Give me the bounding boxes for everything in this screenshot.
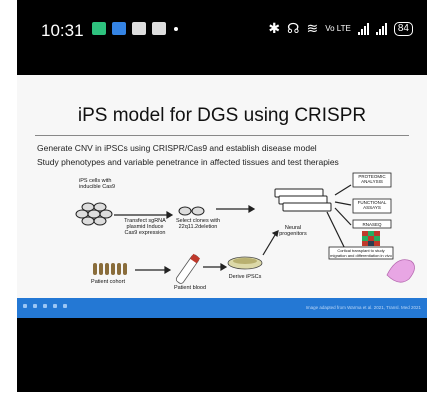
bullet-2: Study phenotypes and variable penetrance… [37,157,339,167]
settings-icon[interactable] [63,304,67,308]
notification-icons [92,22,178,35]
flow-arrows [114,184,352,275]
patient-cohort-icon [93,263,127,275]
rewind-icon[interactable] [33,304,37,308]
bullet-1: Generate CNV in iPSCs using CRISPR/Cas9 … [37,143,317,153]
label-proteomic: PROTEOMIC ANALYSIS [358,174,386,184]
label-ips-cells: iPS cells with inducible Cas9 [79,178,116,190]
player-controls[interactable] [23,304,67,308]
cast-icon [152,22,166,35]
mouse-icon [386,259,415,283]
message-icon [92,22,106,35]
label-select-clones: Select clones with 22q11.2deletion [175,218,221,230]
volume-icon[interactable] [53,304,57,308]
label-patient-cohort: Patient cohort [91,279,125,285]
label-derive-ipscs: Derive iPSCs [228,274,262,280]
blood-tube-icon [175,253,201,284]
system-status: ✱ ☊ ≋ Vo LTE 84 [268,20,413,37]
gallery-icon [132,22,146,35]
signal-1-icon [357,22,369,35]
label-rnaseq: RNASEQ [362,222,382,227]
clone-cells-icon [178,206,205,216]
more-notifications-icon [174,26,178,31]
label-cortical: Cortical transplant to study migration a… [330,248,392,258]
slide-title: iPS model for DGS using CRISPR [77,105,367,126]
headphone-icon: ☊ [287,20,300,36]
status-bar: 10:31 ✱ ☊ ≋ Vo LTE 84 [17,0,427,75]
status-time: 10:31 [41,21,84,40]
rnaseq-box [352,219,392,229]
bluetooth-icon: ✱ [268,20,281,36]
video-control-bar[interactable]: Image adapted from Warma et al. 2021, Tr… [17,298,427,318]
volte-label: Vo LTE [325,23,351,33]
proteomic-box [352,172,392,188]
neural-progenitor-plates [274,188,332,212]
label-functional: FUNCTIONAL ASSAYS [357,200,387,210]
battery-indicator: 84 [393,21,413,36]
signal-2-icon [375,22,387,35]
functional-box [352,198,392,214]
workflow-diagram [75,172,415,284]
ips-cells-icon [75,202,113,226]
title-divider [35,135,409,136]
slide-credit: Image adapted from Warma et al. 2021, Tr… [305,305,421,310]
cortical-box [328,246,394,260]
wifi-icon: ≋ [306,20,319,36]
app-icon [112,22,126,35]
forward-icon[interactable] [43,304,47,308]
label-neural-progenitors: Neural progenitors [279,225,307,237]
play-icon[interactable] [23,304,27,308]
phone-screen: 10:31 ✱ ☊ ≋ Vo LTE 84 iPS model for DGS … [17,0,427,392]
label-transfect: Transfect sgRNA plasmid Induce Cas9 expr… [124,218,166,236]
petri-dish-icon [227,256,263,270]
label-patient-blood: Patient blood [173,285,207,291]
heatmap-icon [362,231,380,246]
video-slide[interactable]: iPS model for DGS using CRISPR Generate … [17,75,427,298]
